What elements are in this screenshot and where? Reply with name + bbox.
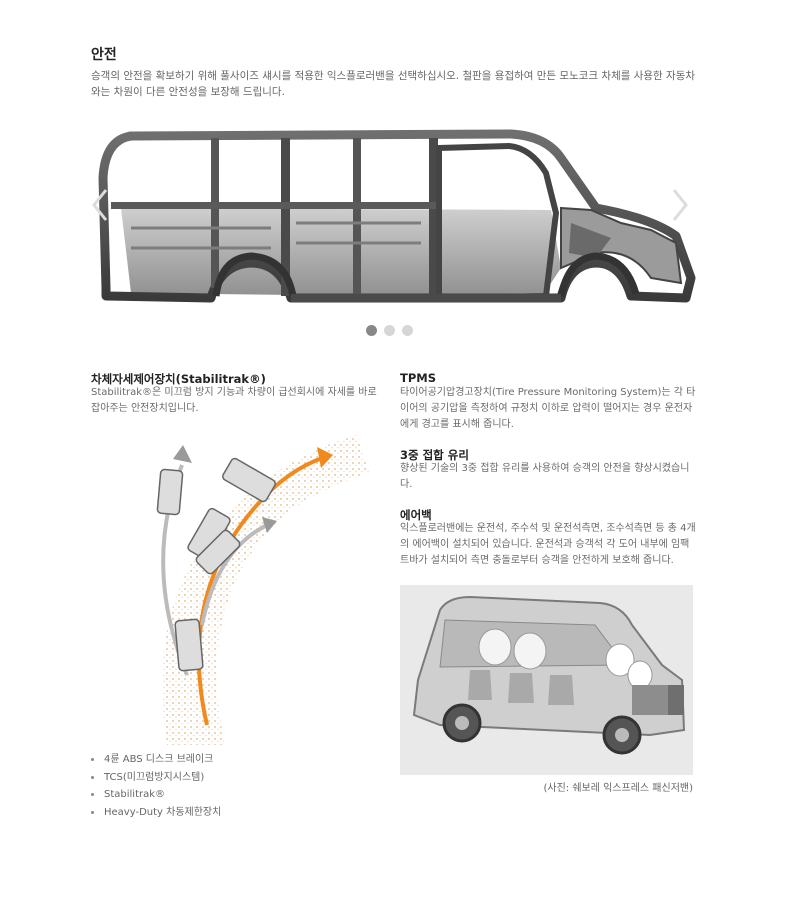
carousel-dot-2[interactable] — [384, 325, 395, 336]
chevron-left-icon — [92, 189, 108, 221]
section-title: 안전 — [91, 47, 117, 63]
list-item: Stabilitrak® — [91, 786, 221, 804]
van-body-frame-image — [98, 129, 696, 303]
bullet-icon — [91, 758, 94, 762]
tire-rear — [156, 457, 276, 672]
glass-description: 향상된 기술의 3중 접합 유리를 사용하여 승객의 안전을 향상시켰습니다. — [400, 463, 690, 490]
chevron-right-icon — [672, 189, 688, 221]
list-item: 4륜 ABS 디스크 브레이크 — [91, 751, 221, 769]
tpms-heading: TPMS — [400, 371, 436, 385]
airbag-heading: 에어백 — [400, 508, 432, 522]
carousel-slide-van-frame — [91, 118, 701, 328]
carousel-next-button[interactable] — [668, 186, 692, 224]
airbag-description: 익스플로러밴에는 운전석, 주수석 및 운전석측면, 조수석측면 등 총 4개의… — [400, 523, 696, 566]
bullet-icon — [91, 793, 94, 797]
list-item: Heavy-Duty 차동제한장치 — [91, 804, 221, 822]
bullet-icon — [91, 775, 94, 779]
carousel-dot-1[interactable] — [366, 325, 377, 336]
stabilitrak-diagram — [147, 425, 372, 747]
list-item: TCS(미끄럼방지시스템) — [91, 769, 221, 787]
vehicle-path-illustration — [156, 435, 369, 745]
section-intro: 승객의 안전을 확보하기 위해 풀사이즈 섀시를 적용한 익스플로러밴을 선택하… — [91, 70, 696, 98]
glass-heading: 3중 접합 유리 — [400, 448, 469, 462]
safety-feature-list: 4륜 ABS 디스크 브레이크 TCS(미끄럼방지시스템) Stabilitra… — [91, 751, 221, 821]
carousel-pagination — [366, 325, 413, 336]
carousel-dot-3[interactable] — [402, 325, 413, 336]
passenger-van-airbag-photo — [400, 585, 693, 775]
van-airbag-image — [400, 585, 693, 775]
stabilitrak-description: Stabilitrak®은 미끄럼 방지 기능과 차량이 급선회시에 자세를 바… — [91, 387, 377, 414]
tpms-description: 타이어공기압경고장치(Tire Pressure Monitoring Syst… — [400, 387, 696, 430]
photo-caption: (사진: 쉐보레 익스프레스 패신저밴) — [543, 783, 693, 794]
stabilitrak-heading: 차체자세제어장치(Stabilitrak®) — [91, 372, 266, 386]
bullet-icon — [91, 810, 94, 814]
carousel-prev-button[interactable] — [88, 186, 112, 224]
